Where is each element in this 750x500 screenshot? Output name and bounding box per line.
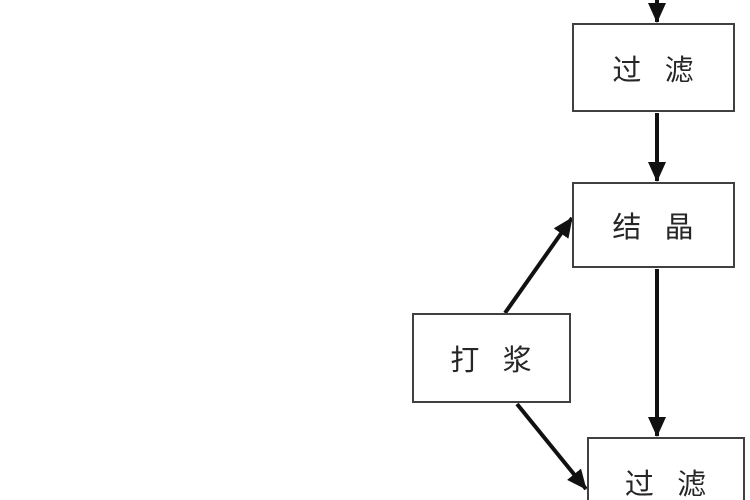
arrow-pulping-to-crystallization <box>503 216 574 315</box>
flow-box-filter-top: 过 滤 <box>572 23 735 112</box>
flow-box-filter-top-label: 过 滤 <box>612 52 695 87</box>
flow-box-pulping: 打 浆 <box>412 313 571 403</box>
flow-box-filter-bottom: 过 滤 <box>587 437 745 500</box>
flow-box-crystallization: 结 晶 <box>572 182 735 268</box>
flow-box-crystallization-label: 结 晶 <box>612 210 695 244</box>
flow-box-filter-bottom-label: 过 滤 <box>624 466 708 500</box>
flow-box-pulping-label: 打 浆 <box>450 343 533 377</box>
arrow-pulping-to-filter-bottom <box>515 402 588 491</box>
